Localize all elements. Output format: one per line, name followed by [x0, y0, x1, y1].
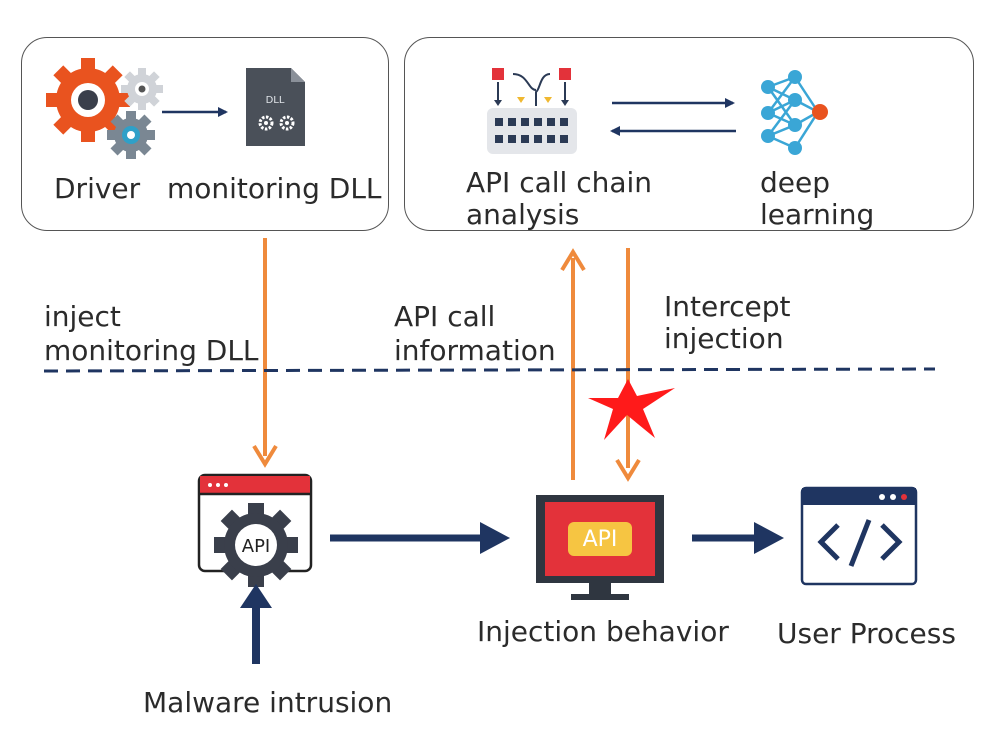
inject-label-2: monitoring DLL — [44, 334, 259, 367]
driver-gears-icon — [46, 58, 163, 159]
api-call-info-label-2: information — [394, 334, 556, 367]
deep-learning-label-1: deep — [760, 166, 830, 199]
code-window-icon — [800, 486, 918, 586]
malware-intrusion-label: Malware intrusion — [143, 686, 393, 719]
injection-to-user-process-arrow — [692, 522, 784, 554]
dashed-boundary-line — [43, 367, 936, 373]
inject-dll-arrow — [252, 238, 278, 468]
injection-monitor-icon — [536, 495, 664, 600]
intercept-label-1: Intercept — [664, 290, 791, 323]
inject-label-1: inject — [44, 300, 121, 333]
api-call-chain-label-2: analysis — [466, 198, 580, 231]
api-call-info-arrow — [560, 248, 586, 480]
api-call-info-label-1: API call — [394, 300, 496, 333]
dll-file-icon — [246, 68, 305, 146]
api-monitor-text: API — [583, 527, 618, 552]
injection-behavior-label: Injection behavior — [477, 615, 729, 648]
block-star-icon — [588, 379, 675, 440]
driver-label: Driver — [54, 172, 141, 205]
neural-network-icon — [761, 70, 828, 155]
api-call-chain-label-1: API call chain — [466, 166, 653, 199]
malware-intrusion-arrow — [240, 584, 272, 664]
api-to-injection-arrow — [330, 522, 510, 554]
monitoring-dll-label: monitoring DLL — [167, 172, 382, 205]
intercept-injection-arrow — [615, 248, 641, 482]
user-process-label: User Process — [777, 617, 956, 650]
api-call-chain-icon — [487, 68, 577, 154]
deep-learning-label-2: learning — [760, 198, 875, 231]
intercept-label-2: injection — [664, 322, 784, 355]
dll-icon-text: DLL — [266, 95, 285, 106]
api-gear-text: API — [242, 536, 270, 557]
api-gear-window-icon — [197, 473, 313, 587]
